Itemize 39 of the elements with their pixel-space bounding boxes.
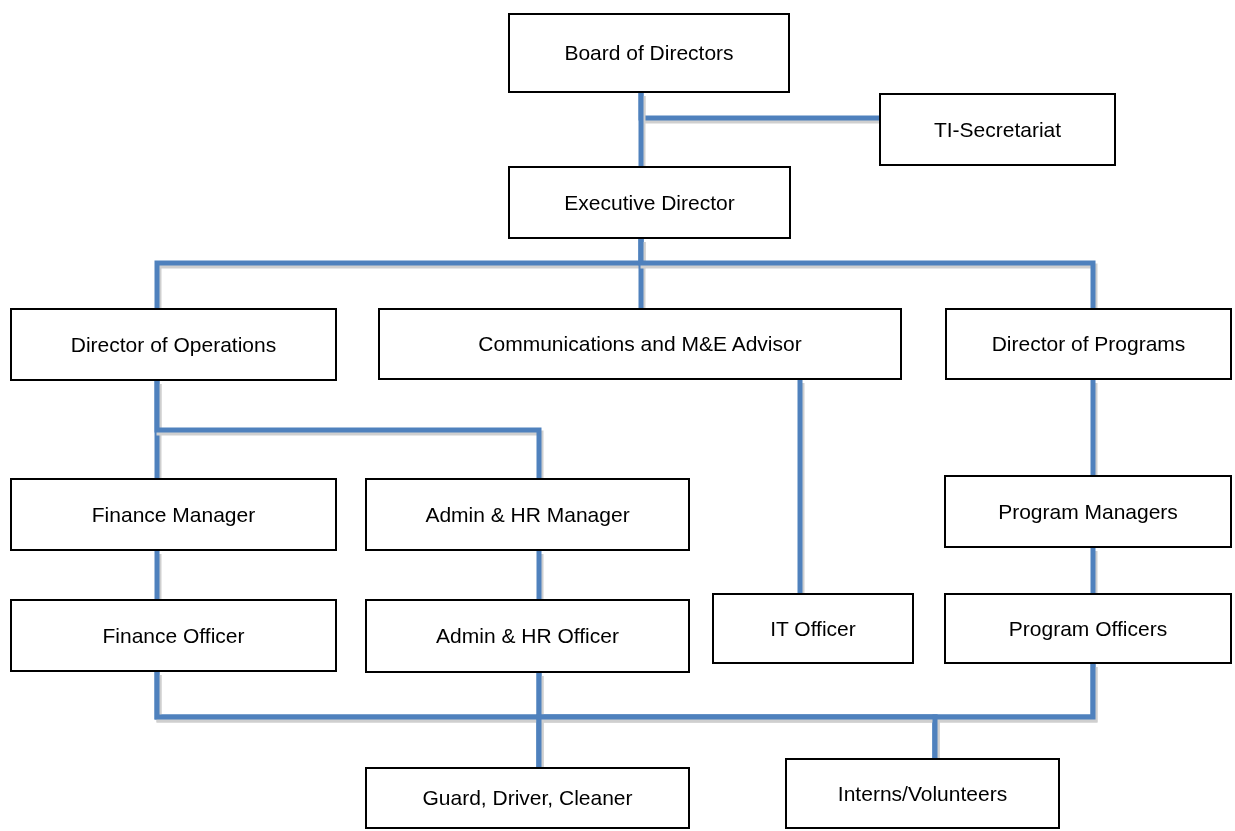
- position-title: Admin & HR Officer: [436, 624, 619, 648]
- connector-line: [154, 381, 542, 478]
- position-title: Director of Operations: [70, 332, 277, 357]
- position-box: [378, 308, 902, 380]
- position-title: Program Officers: [1008, 616, 1168, 641]
- connector-line: [1090, 548, 1096, 593]
- position-title: Communications and M&E Advisor: [478, 332, 802, 356]
- connector-line: [638, 239, 1096, 308]
- position-title: Program Managers: [998, 499, 1178, 524]
- position-box: [879, 93, 1116, 166]
- position-box: [10, 308, 337, 381]
- position-title: TI-Secretariat: [933, 117, 1062, 142]
- position-title: Finance Officer: [102, 623, 245, 648]
- position-title: Director of Programs: [991, 332, 1186, 356]
- connector-line: [932, 664, 1096, 758]
- connector-line: [1090, 380, 1096, 475]
- position-box: [365, 599, 690, 673]
- position-title: Interns/Volunteers: [837, 781, 1008, 806]
- connector-line: [536, 551, 542, 599]
- position-box: [365, 767, 690, 829]
- position-title: Finance Manager: [91, 502, 256, 527]
- connector-line: [154, 551, 160, 599]
- position-box: [944, 475, 1232, 548]
- position-box: [945, 308, 1232, 380]
- position-box: [508, 13, 790, 93]
- position-title: Guard, Driver, Cleaner: [422, 786, 633, 810]
- position-box: [365, 478, 690, 551]
- position-box: [10, 599, 337, 672]
- position-box: [712, 593, 914, 664]
- position-box: [944, 593, 1232, 664]
- position-title: Board of Directors: [564, 41, 734, 65]
- position-title: Admin & HR Manager: [425, 502, 630, 527]
- connector-line: [797, 380, 803, 593]
- position-title: Executive Director: [564, 190, 735, 215]
- position-box: [508, 166, 791, 239]
- position-box: [10, 478, 337, 551]
- position-title: IT Officer: [770, 616, 856, 641]
- connector-line: [638, 93, 644, 166]
- position-box: [785, 758, 1060, 829]
